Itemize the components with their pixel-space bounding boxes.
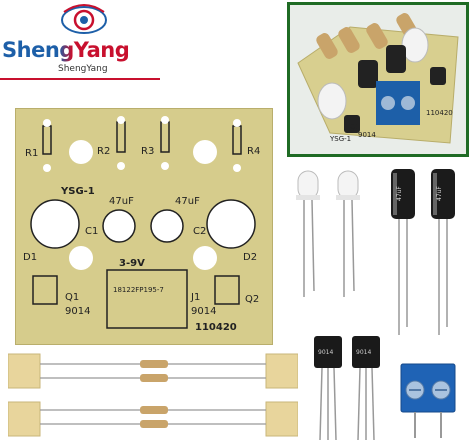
led-pair — [296, 170, 360, 297]
label-j1: J1 — [190, 292, 200, 303]
inset-leds — [317, 27, 429, 120]
assembled-board-inset: YSG-1 9014 Q1 110420 — [287, 2, 469, 157]
terminal-footprint — [106, 269, 188, 329]
transistor-2: 9014 — [352, 336, 380, 441]
label-cap1: 47uF — [109, 196, 134, 207]
label-d1: D1 — [23, 252, 37, 263]
label-cap2: 47uF — [175, 196, 200, 207]
pcb-board: R1 R2 R3 R4 YSG-1 47uF 47uF C1 C2 D1 D2 … — [15, 108, 273, 345]
capacitor-1: 47uF — [391, 169, 415, 335]
label-model: YSG-1 — [60, 186, 95, 197]
resistor-pair-top — [8, 353, 298, 389]
capacitor-pair: 47uF 47uF — [391, 169, 455, 335]
label-r4: R4 — [247, 146, 260, 157]
resistor-set — [8, 353, 298, 437]
label-q1-part: 9014 — [65, 306, 90, 317]
brand-logo: ShengYang ShengYang — [0, 0, 170, 95]
assembled-board-illustration: YSG-1 9014 Q1 110420 — [290, 5, 466, 154]
inset-part-label: 9014 — [358, 131, 376, 139]
label-code: 110420 — [195, 322, 237, 333]
inset-model-label: YSG-1 — [329, 135, 351, 143]
eye-logo-icon — [61, 4, 107, 34]
label-r2: R2 — [97, 146, 110, 157]
inset-q1-label: Q1 — [350, 123, 360, 131]
led-2 — [336, 170, 360, 297]
capacitor-1-label: 47uF — [396, 186, 403, 201]
label-r3: R3 — [141, 146, 154, 157]
capacitor-footprints — [30, 199, 256, 249]
led-1 — [296, 170, 320, 297]
label-serial: 18122FP195-7 — [113, 286, 164, 294]
capacitor-2-label: 47uF — [436, 186, 443, 201]
screw-terminal-block — [400, 363, 456, 438]
resistor-pair-bottom — [8, 401, 298, 437]
label-j1-part: 9014 — [191, 306, 216, 317]
label-q1: Q1 — [65, 292, 79, 303]
inset-code-label: 110420 — [426, 109, 453, 117]
label-voltage: 3-9V — [119, 258, 145, 269]
label-c1: C1 — [85, 226, 98, 237]
brand-divider — [0, 78, 160, 80]
transistor-pair: 9014 9014 — [314, 336, 380, 441]
capacitor-2: 47uF — [431, 169, 455, 335]
label-d2: D2 — [243, 252, 257, 263]
brand-subtitle: ShengYang — [58, 64, 108, 74]
inset-capacitors — [358, 45, 406, 88]
transistor-2-label: 9014 — [356, 349, 371, 356]
transistor-1-label: 9014 — [318, 349, 333, 356]
label-r1: R1 — [25, 148, 38, 159]
label-c2: C2 — [193, 226, 206, 237]
brand-name: ShengYang — [2, 38, 130, 62]
label-q2: Q2 — [245, 294, 259, 305]
transistor-1: 9014 — [314, 336, 342, 441]
transistor-footprints — [32, 275, 240, 305]
